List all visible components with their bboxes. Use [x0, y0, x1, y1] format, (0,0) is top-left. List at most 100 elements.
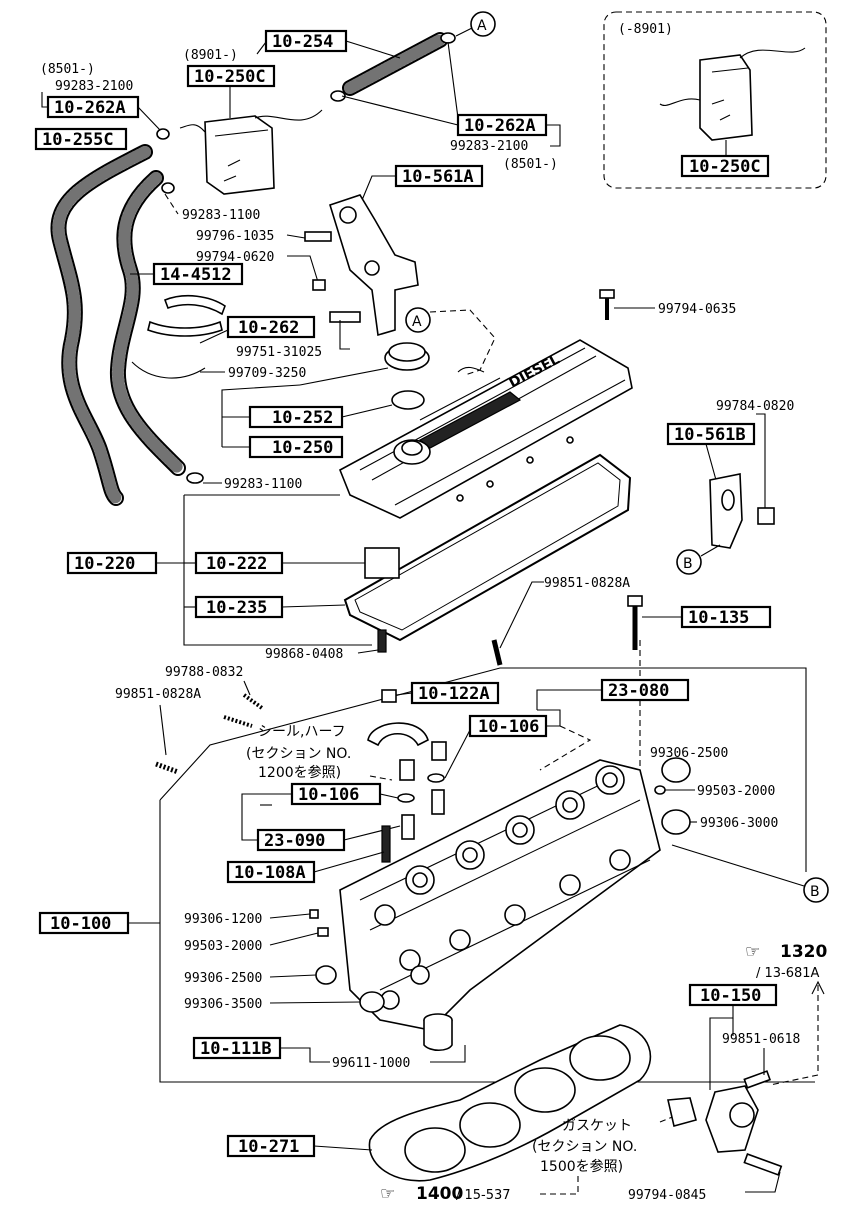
box-10-262-label: 10-262 — [238, 318, 299, 338]
label-99794-0620: 99794-0620 — [196, 250, 274, 265]
oil-separator — [179, 109, 323, 195]
label-99503-2000-right: 99503-2000 — [697, 784, 775, 799]
clamp-10-262 — [147, 294, 226, 337]
label-99306-2500-right: 99306-2500 — [650, 746, 728, 761]
inset-part-box[interactable] — [680, 154, 770, 178]
box-10-220-label: 10-220 — [74, 554, 135, 574]
box-23-080-label: 23-080 — [608, 681, 669, 701]
box-10-135[interactable] — [680, 605, 772, 629]
callout-b-top-label: B — [683, 556, 693, 572]
water-outlet — [667, 1085, 759, 1153]
label-99306-1200: 99306-1200 — [184, 912, 262, 927]
label-99283-2100-left: 99283-2100 — [55, 79, 133, 94]
box-10-262[interactable] — [226, 315, 316, 339]
box-10-108A-label: 10-108A — [234, 863, 306, 883]
date-8901: (8901-) — [183, 48, 238, 63]
box-10-561A-label: 10-561A — [402, 167, 474, 187]
bolt-99794-0635 — [599, 289, 615, 320]
label-99283-1100-top: 99283-1100 — [182, 208, 260, 223]
box-10-255C-label: 10-255C — [42, 130, 114, 150]
label-99306-2500-left: 99306-2500 — [184, 971, 262, 986]
callout-a-top[interactable] — [470, 11, 496, 37]
ref-1320-sub: / 13-681A — [756, 966, 820, 981]
label-99794-0845: 99794-0845 — [628, 1188, 706, 1203]
ref-arrow-right: ☞ — [745, 942, 760, 962]
date-8501-right: (8501-) — [503, 157, 558, 172]
label-99788-0832: 99788-0832 — [165, 665, 243, 680]
box-10-135-label: 10-135 — [688, 608, 749, 628]
box-10-250-label: 10-250 — [272, 438, 333, 458]
box-10-222-label: 10-222 — [206, 554, 267, 574]
oil-cap-seal — [391, 390, 425, 410]
note-gasket-line1: ガスケット — [562, 1118, 632, 1134]
box-10-255C[interactable] — [34, 127, 128, 151]
box-10-561B-label: 10-561B — [674, 425, 746, 445]
hose-10-254 — [330, 32, 456, 102]
label-99283-1100-bottom: 99283-1100 — [224, 477, 302, 492]
box-10-122A[interactable] — [410, 681, 500, 705]
box-10-252-label: 10-252 — [272, 408, 333, 428]
label-99796-1035: 99796-1035 — [196, 229, 274, 244]
oil-filler-cap — [384, 342, 430, 371]
label-99283-2100-right: 99283-2100 — [450, 139, 528, 154]
ref-1320[interactable]: 1320 — [780, 942, 827, 962]
label-99611-1000: 99611-1000 — [332, 1056, 410, 1071]
box-10-271-label: 10-271 — [238, 1137, 299, 1157]
label-99851-0618: 99851-0618 — [722, 1032, 800, 1047]
note-seal-line2: (セクション NO. — [246, 746, 351, 762]
inset-range-label: (-8901) — [618, 22, 673, 37]
date-8501-left: (8501-) — [40, 62, 95, 77]
callout-b-bottom-label: B — [810, 884, 820, 900]
box-14-4512-label: 14-4512 — [160, 265, 232, 285]
label-99306-3500: 99306-3500 — [184, 997, 262, 1012]
box-10-254-label: 10-254 — [272, 32, 333, 52]
label-99851-0828A-right: 99851-0828A — [544, 576, 630, 591]
glow-plug-sleeve — [423, 1013, 453, 1052]
valve-cover: DIESEL — [338, 339, 633, 519]
label-99751-31025: 99751-31025 — [236, 345, 322, 360]
box-10-235-label: 10-235 — [206, 598, 267, 618]
label-99851-0828A-left: 99851-0828A — [115, 687, 201, 702]
note-seal-line1: シール,ハーフ — [258, 724, 346, 740]
head-gasket — [368, 1024, 652, 1182]
box-10-106-a-label: 10-106 — [478, 717, 539, 737]
box-10-150-label: 10-150 — [700, 986, 761, 1006]
box-10-106-b-label: 10-106 — [298, 785, 359, 805]
ref-1400[interactable]: 1400 — [416, 1184, 463, 1204]
box-10-262A-right-label: 10-262A — [464, 116, 536, 136]
note-gasket-line3: 1500を参照) — [540, 1158, 623, 1175]
box-10-111B-label: 10-111B — [200, 1039, 272, 1059]
inset-part-label: 10-250C — [689, 157, 761, 177]
ref-1400-sub: / 15-537 — [456, 1188, 511, 1203]
callout-a-mid[interactable] — [405, 307, 431, 333]
callout-a-mid-label: A — [412, 314, 422, 330]
inset-panel: (-8901) 10-250C — [603, 11, 827, 189]
box-10-100-label: 10-100 — [50, 914, 111, 934]
cylinder-head — [339, 759, 661, 1031]
callout-b-top[interactable] — [676, 549, 702, 575]
ref-arrow-left: ☞ — [380, 1184, 395, 1204]
label-99709-3250: 99709-3250 — [228, 366, 306, 381]
label-99306-3000: 99306-3000 — [700, 816, 778, 831]
label-99784-0820: 99784-0820 — [716, 399, 794, 414]
box-10-561B[interactable] — [666, 422, 756, 446]
callout-a-top-label: A — [477, 18, 487, 34]
note-seal-line3: 1200を参照) — [258, 764, 341, 781]
label-99503-2000-left: 99503-2000 — [184, 939, 262, 954]
hose-10-255C — [50, 144, 153, 506]
valve-cover-gasket — [343, 453, 632, 642]
box-10-250C[interactable] — [186, 64, 276, 88]
box-23-090-label: 23-090 — [264, 831, 325, 851]
bracket-10-561B — [709, 473, 743, 549]
box-10-250C-label: 10-250C — [194, 67, 266, 87]
note-gasket-line2: (セクション NO. — [532, 1139, 637, 1155]
seal-10-222 — [364, 547, 400, 579]
hose-14-4512 — [109, 170, 186, 476]
label-99794-0635: 99794-0635 — [658, 302, 736, 317]
cam-cap — [367, 722, 429, 747]
bracket-10-561A — [329, 194, 419, 337]
box-10-262A-left-label: 10-262A — [54, 98, 126, 118]
box-10-122A-label: 10-122A — [418, 684, 490, 704]
callout-b-bottom[interactable] — [803, 877, 829, 903]
